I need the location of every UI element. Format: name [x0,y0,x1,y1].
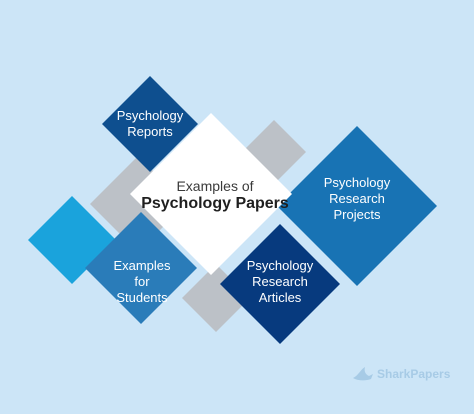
node-label-reports: Psychology Reports [116,108,184,139]
center-title: Psychology Papers [141,195,289,212]
diamond-reports [102,76,198,172]
diamond-students [85,212,197,324]
shark-icon [353,367,373,381]
diamond-projects [277,126,437,286]
node-label-articles: Psychology Research Articles [246,258,314,305]
node-label-projects: Psychology Research Projects [323,175,391,222]
brand-name: SharkPapers [377,367,451,381]
brand-logo: SharkPapers [352,364,450,384]
diamond-articles [220,224,340,344]
center-subtitle: Examples of [176,178,254,194]
diamond-center [130,113,292,275]
node-label-students: Examples for Students [113,258,171,305]
